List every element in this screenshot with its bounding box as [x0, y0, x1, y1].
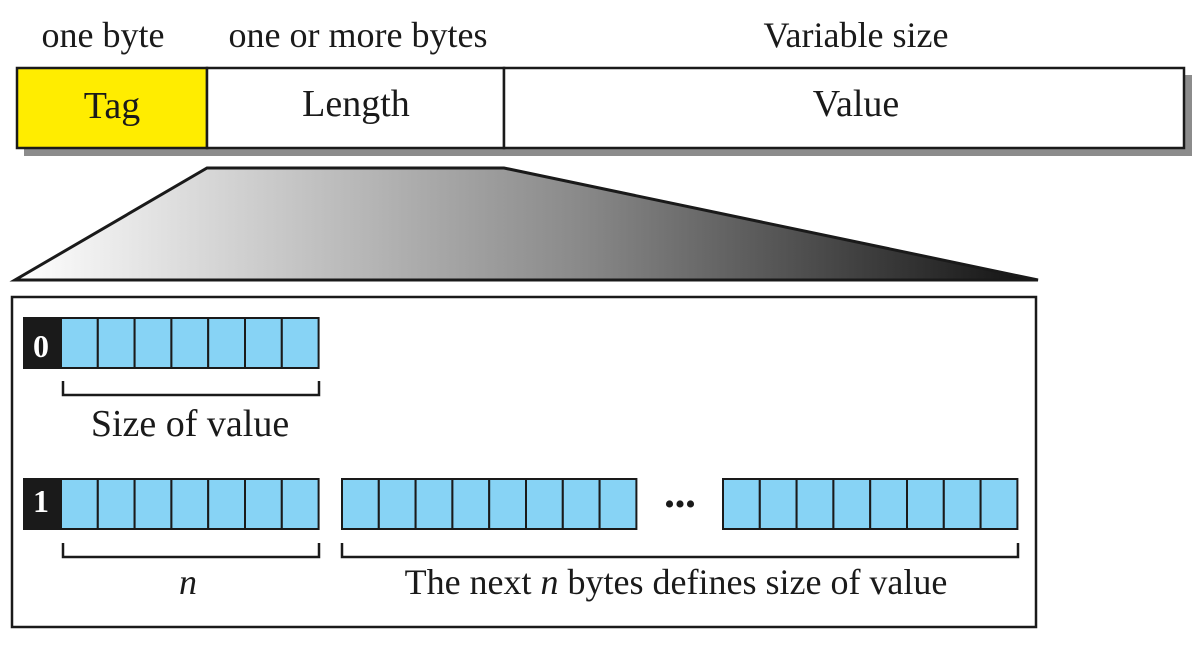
short-form-row [23, 317, 320, 369]
size-byte-bit-cell [488, 478, 528, 530]
next-bytes-caption-prefix: The next [405, 562, 541, 602]
tag-size-label: one byte [42, 15, 165, 55]
long-form-row [23, 478, 1019, 530]
n-bit-cell [280, 478, 320, 530]
tag-field [15, 66, 209, 150]
size-byte-bit-cell [414, 478, 454, 530]
size-byte-bit-cell [561, 478, 601, 530]
size-byte-bit-cell [832, 478, 872, 530]
size-byte-bit-cell [377, 478, 417, 530]
tag-field-label: Tag [84, 85, 140, 127]
n-bit-cell [170, 478, 210, 530]
length-expansion-fan [9, 166, 1039, 282]
length-bit-cell [170, 317, 210, 369]
length-bit-cell [244, 317, 283, 369]
size-byte-bit-cell [525, 478, 564, 530]
size-byte-bit-cell [979, 478, 1019, 530]
long-form-ellipsis: ••• [664, 488, 696, 521]
short-form-lead-bit: 0 [33, 328, 49, 364]
next-bytes-caption: The next n bytes defines size of value [405, 562, 948, 602]
size-byte-bit-cell [722, 478, 761, 530]
n-bit-cell [133, 478, 173, 530]
n-bit-cell [60, 478, 99, 530]
short-form-bracket [61, 381, 321, 397]
value-size-label: Variable size [764, 15, 949, 55]
short-form-lead-bit-cell [23, 317, 62, 369]
size-byte-bit-cell [869, 478, 909, 530]
n-caption: n [179, 562, 197, 602]
value-field-label: Value [813, 83, 900, 125]
short-form-caption: Size of value [91, 403, 289, 445]
size-byte-bit-cell [451, 478, 491, 530]
length-field-label: Length [302, 83, 410, 125]
size-byte-bit-cell [942, 478, 982, 530]
length-bit-cell [280, 317, 320, 369]
long-form-lead-bit-cell [23, 478, 62, 530]
length-field [205, 66, 506, 150]
size-byte-bit-cell [795, 478, 835, 530]
length-bit-cell [60, 317, 99, 369]
n-bit-cell [96, 478, 136, 530]
length-bit-cell [133, 317, 173, 369]
length-bit-cell [207, 317, 246, 369]
size-byte-bit-cell [758, 478, 798, 530]
length-bit-cell [96, 317, 136, 369]
long-form-lead-bit: 1 [33, 483, 49, 519]
next-bytes-bracket [340, 543, 1020, 559]
next-bytes-caption-suffix: bytes defines size of value [559, 562, 948, 602]
size-byte-bit-cell [906, 478, 945, 530]
size-byte-bit-cell [341, 478, 380, 530]
next-bytes-caption-n: n [541, 562, 559, 602]
value-field [502, 66, 1186, 150]
size-byte-bit-cell [598, 478, 638, 530]
n-bit-cell [244, 478, 283, 530]
n-bit-cell [207, 478, 246, 530]
n-bracket [61, 543, 321, 559]
length-size-label: one or more bytes [229, 15, 488, 55]
